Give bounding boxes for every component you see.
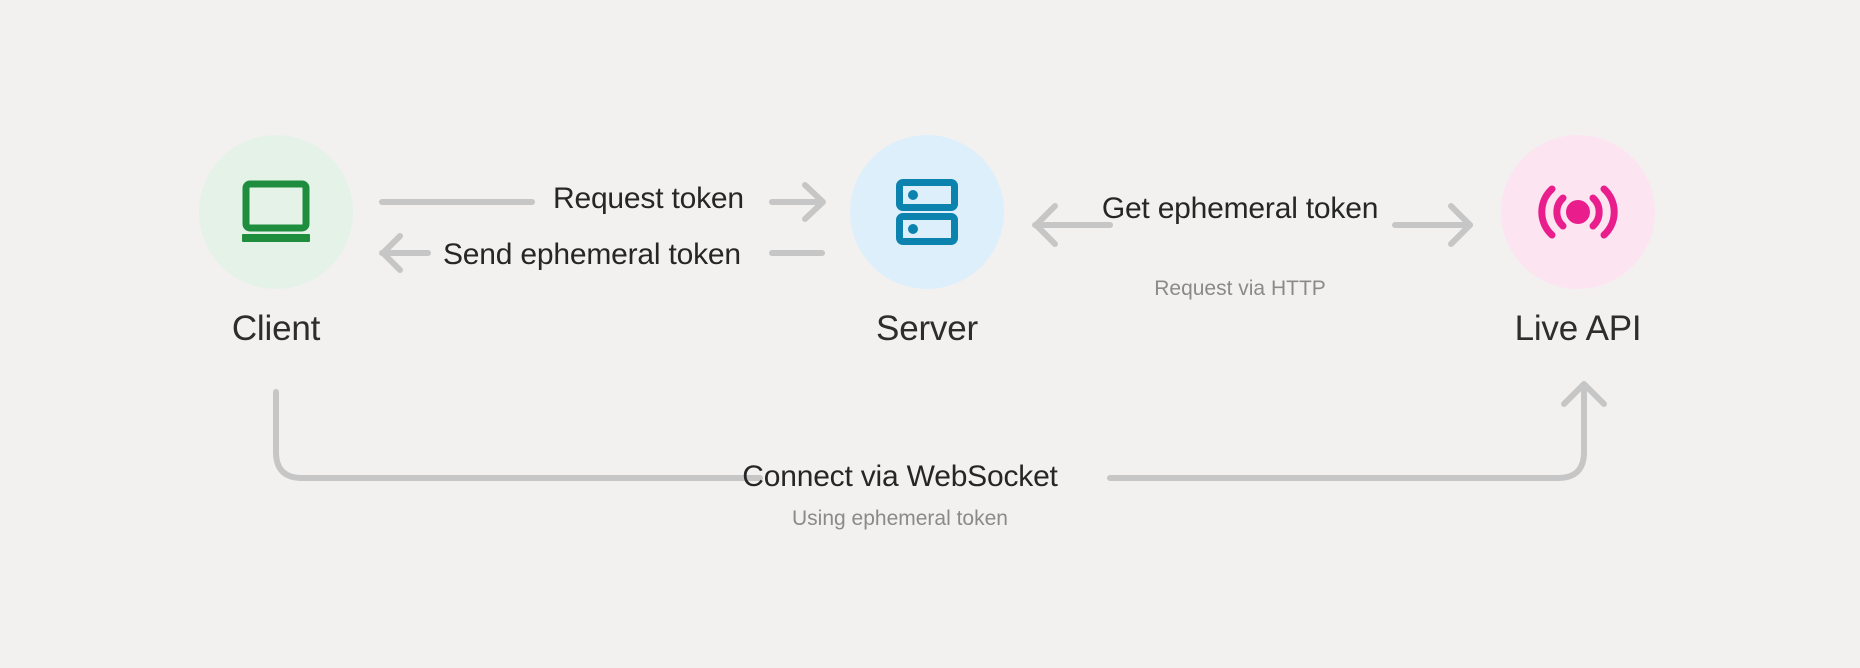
flow-sublabel-using-ephemeral-token: Using ephemeral token bbox=[792, 507, 1008, 530]
flow-label-request-token: Request token bbox=[553, 182, 744, 215]
node-server-label: Server bbox=[876, 309, 978, 348]
flow-label-connect-via-websocket: Connect via WebSocket bbox=[742, 460, 1058, 493]
node-client-circle bbox=[199, 135, 353, 289]
node-server-circle bbox=[850, 135, 1004, 289]
laptop-icon bbox=[242, 180, 310, 242]
node-client[interactable]: Client bbox=[196, 135, 356, 349]
server-icon bbox=[896, 179, 958, 245]
flow-label-send-ephemeral-token: Send ephemeral token bbox=[443, 238, 741, 271]
flow-sublabel-request-via-http: Request via HTTP bbox=[1154, 277, 1326, 300]
node-liveapi[interactable]: Live API bbox=[1498, 135, 1658, 349]
broadcast-icon bbox=[1538, 185, 1618, 239]
node-liveapi-circle bbox=[1501, 135, 1655, 289]
node-client-label: Client bbox=[231, 309, 321, 348]
flow-label-get-ephemeral-token: Get ephemeral token bbox=[1101, 192, 1379, 225]
node-liveapi-label: Live API bbox=[1514, 309, 1642, 348]
arrow-get-token-right bbox=[1392, 203, 1473, 247]
node-server[interactable]: Server bbox=[847, 135, 1007, 349]
arrow-get-token-left bbox=[1032, 203, 1113, 247]
